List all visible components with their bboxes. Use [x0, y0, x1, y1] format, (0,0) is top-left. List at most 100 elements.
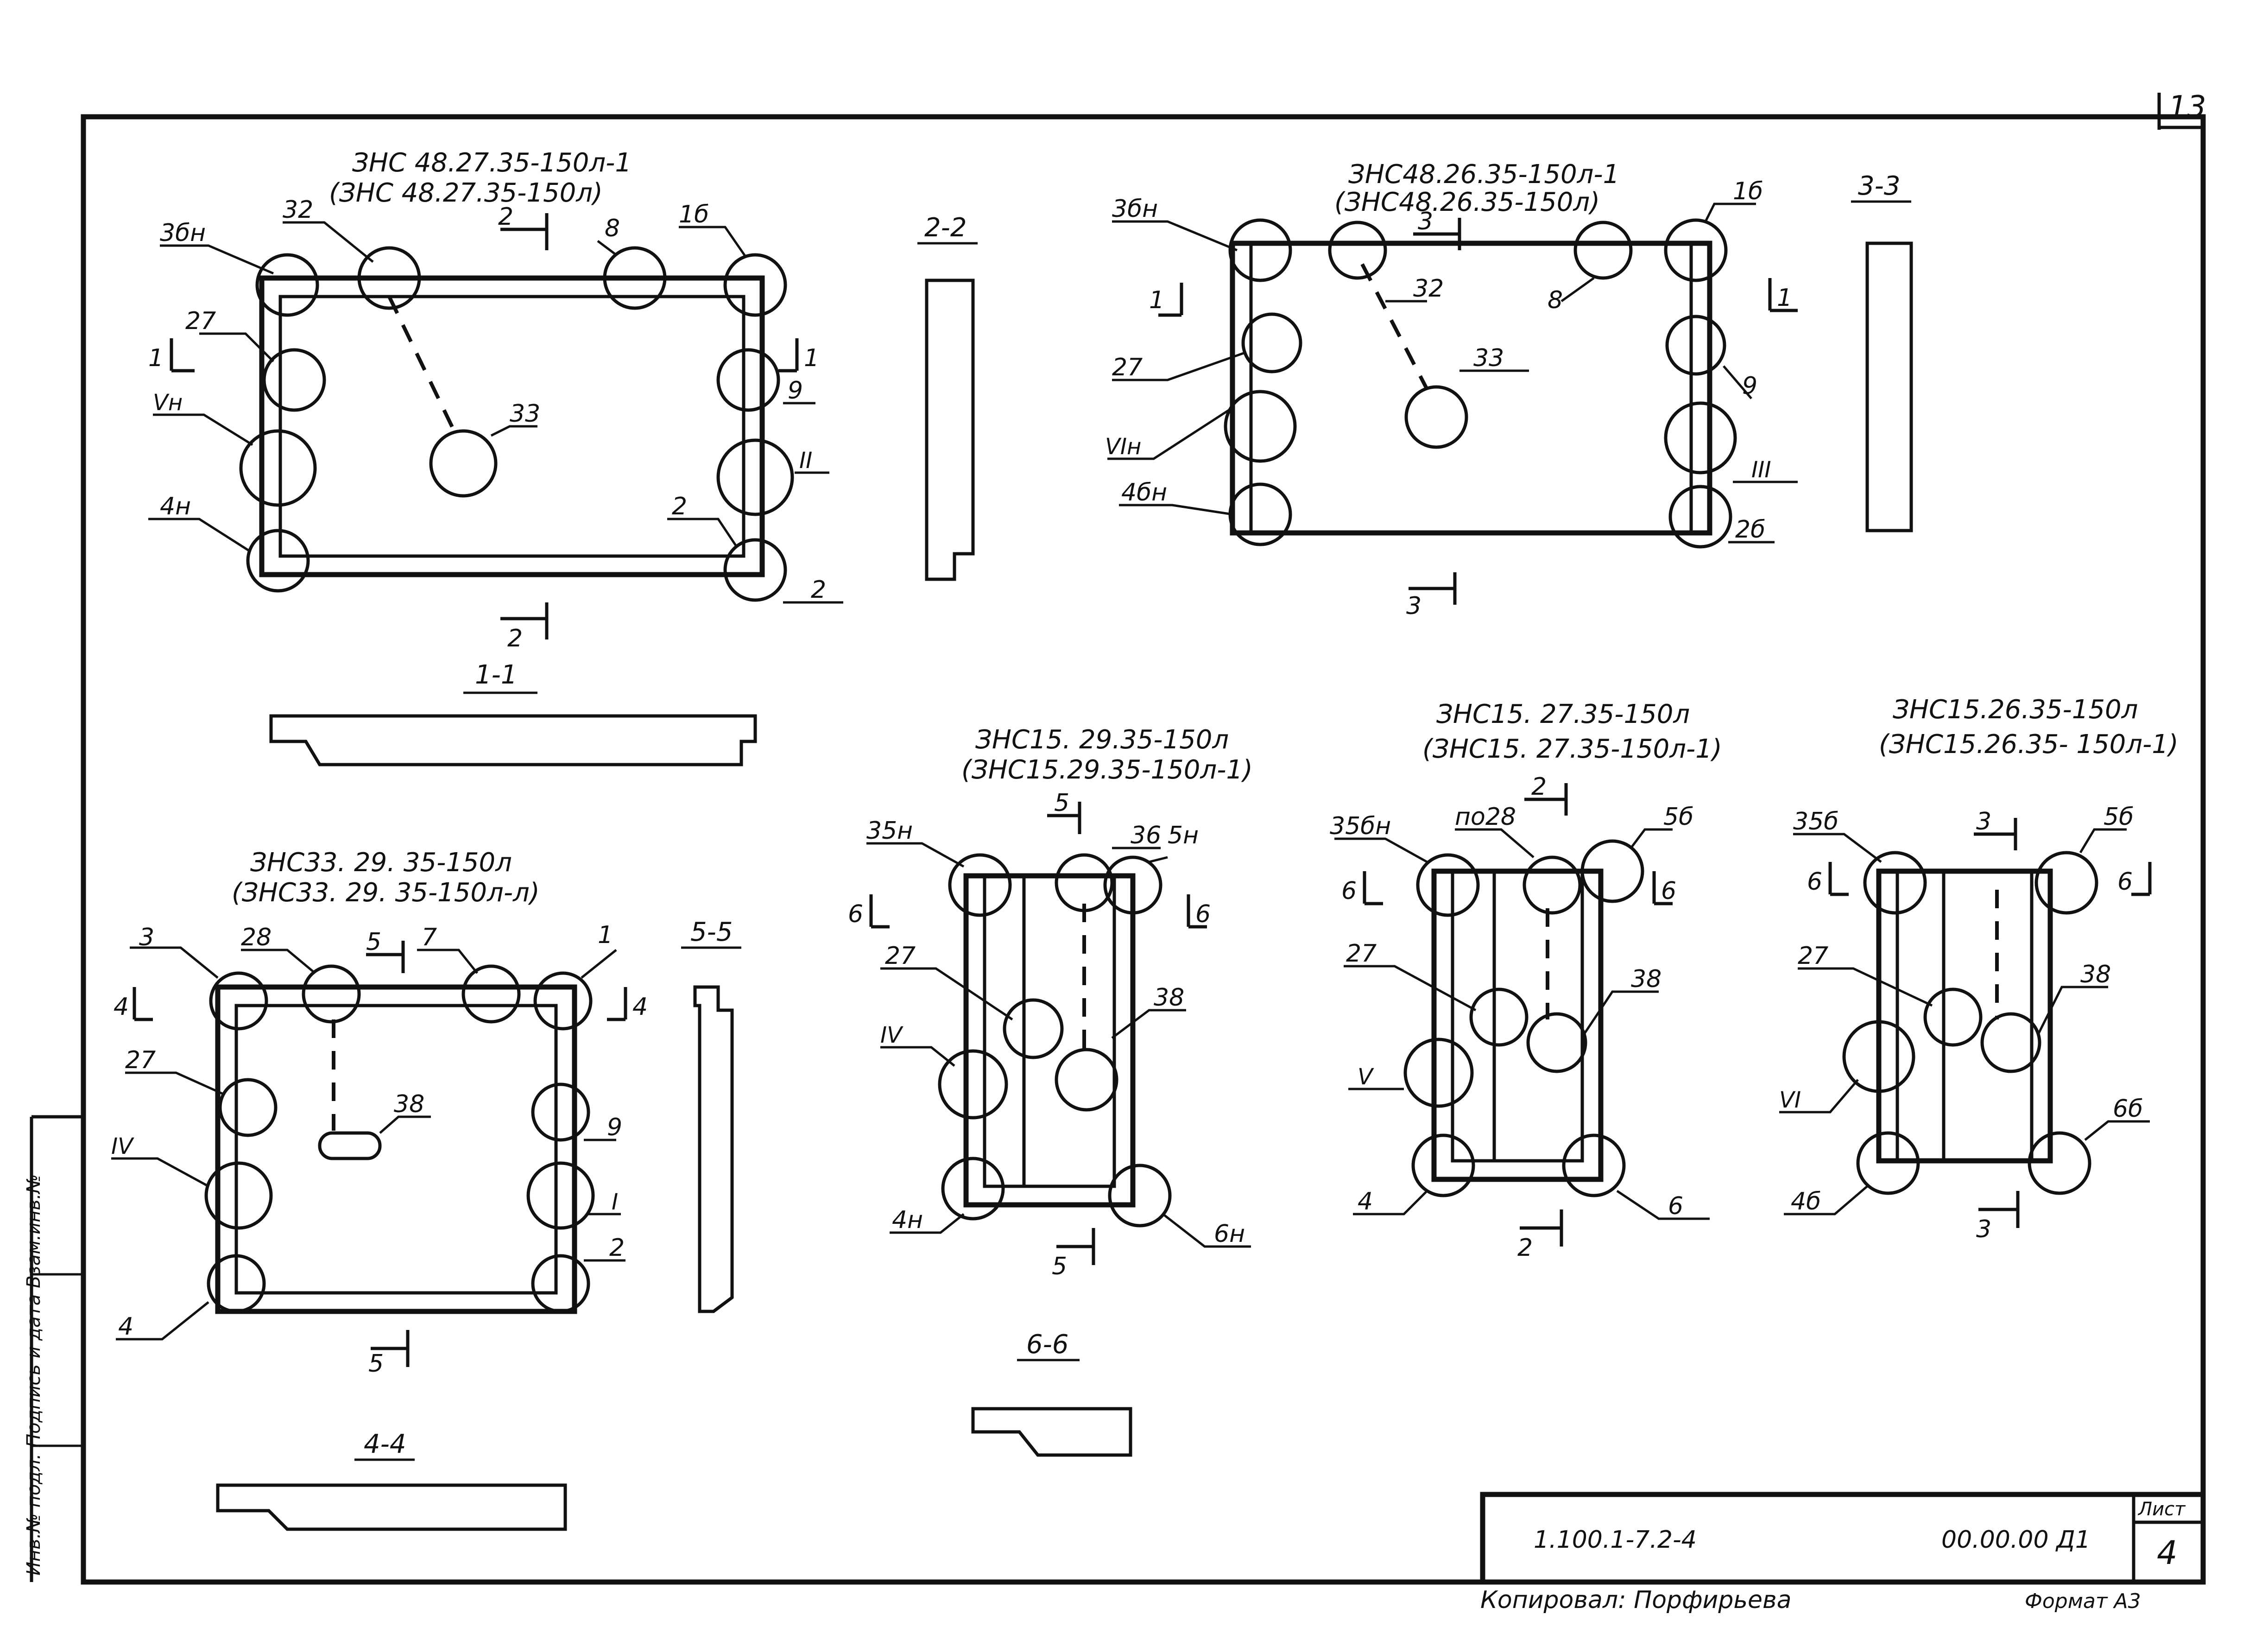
section-cut-label: 1 [804, 344, 819, 372]
detail-callout-circle [1224, 390, 1297, 463]
callout-label: 6 [1668, 1192, 1683, 1220]
drawing-line [1895, 869, 2034, 1163]
leader-line [1162, 1213, 1251, 1248]
detail-callout-circle [531, 1254, 590, 1313]
callout-label: 2 [811, 576, 826, 604]
leader-line [241, 949, 316, 974]
detail-callout-circle [1664, 218, 1728, 282]
callout-label: 33 [1473, 344, 1504, 372]
detail-callout-circle [204, 1161, 273, 1230]
drawing-line [215, 984, 577, 1314]
callout-label: 2б [1735, 516, 1765, 544]
panel-subtitle: (ЗНС15.29.35-150л-1) [961, 755, 1253, 785]
section-cut-label: 4 [632, 993, 648, 1021]
leader-line [1616, 1190, 1710, 1220]
drawing-line [1480, 1492, 2206, 1585]
detail-callout-circle [246, 529, 310, 593]
callout-label: VIн [1105, 434, 1141, 460]
callout-label: V [1358, 1064, 1374, 1090]
sheet-format: Формат А3 [2025, 1589, 2141, 1613]
side-stamp-text: Инв.№ подл. Подпись и дата Взам.инв.№ [23, 1174, 44, 1576]
drawing-line [259, 275, 765, 577]
panel-subtitle: (ЗНС15.26.35- 150л-1) [1879, 729, 2179, 760]
section-cut-label: 3 [1418, 208, 1433, 235]
callout-label: 6н [1214, 1220, 1245, 1248]
leader-line [125, 1071, 223, 1095]
section-cut-label: 6 [1661, 877, 1676, 905]
leader-line [1455, 828, 1535, 858]
sheet-number: 4 [2157, 1534, 2178, 1572]
panel-15-26: ЗНС15.26.35-150л (ЗНС15.26.35- 150л-1) 3… [1779, 695, 2179, 1243]
leader-line [679, 226, 747, 258]
panel-33-29: ЗНС33. 29. 35-150л (ЗНС33. 29. 35-150л-л… [111, 848, 648, 1378]
drawing-line [1230, 241, 1712, 536]
leader-line [1334, 837, 1428, 863]
detail-callout-circle [262, 348, 326, 412]
detail-callout-circle [2028, 1131, 2091, 1195]
panel-subtitle: (ЗНС48.26.35-150л) [1334, 187, 1600, 217]
drawing-line [234, 1004, 558, 1295]
callout-label: 33 [510, 400, 540, 428]
panel-title: ЗНС33. 29. 35-150л [250, 848, 512, 878]
panel-48-27: ЗНС 48.27.35-150л-1 (ЗНС 48.27.35-150л) … [148, 148, 843, 652]
callout-label: IV [880, 1022, 903, 1048]
panel-title: ЗНС15. 27.35-150л [1436, 699, 1690, 729]
leader-line [1784, 1185, 1868, 1215]
copied-by: Копировал: Порфирьева [1480, 1586, 1791, 1614]
detail-callout-circle [1003, 998, 1064, 1059]
drawing-line [1431, 868, 1604, 1182]
leader-line [379, 1115, 431, 1134]
detail-callout-circle [1241, 312, 1302, 373]
section-cut-label: 2 [1517, 1234, 1533, 1262]
panel-title: ЗНС 48.27.35-150л-1 [352, 148, 632, 178]
leader-line [130, 946, 219, 979]
callout-label: 6б [2113, 1095, 2143, 1123]
leader-line [1112, 351, 1247, 381]
detail-callout-circle [526, 1161, 595, 1230]
callout-label: 35бн [1330, 812, 1391, 840]
panel-title: ЗНС15.26.35-150л [1893, 695, 2138, 725]
detail-callout-circle [1055, 1048, 1118, 1112]
panel-15-27: ЗНС15. 27.35-150л (ЗНС15. 27.35-150л-1) … [1330, 699, 1722, 1262]
callout-label: 4 [1358, 1188, 1373, 1215]
leader-line [866, 842, 965, 868]
section-cut-label: 5 [1054, 789, 1069, 817]
leader-line [890, 1213, 965, 1234]
callout-label: VI [1779, 1087, 1801, 1113]
callout-label: 35б [1793, 808, 1838, 835]
section-4-4: 4-4 [216, 1429, 567, 1531]
section-profile [925, 278, 975, 581]
leader-line [1560, 277, 1595, 303]
section-cut-label: 3 [1976, 808, 1991, 835]
section-title: 3-3 [1858, 171, 1900, 201]
leader-line [1630, 828, 1673, 849]
callout-label: 38 [2080, 961, 2111, 988]
panel-48-26: ЗНС48.26.35-150л-1 (ЗНС48.26.35-150л) 3б… [1105, 159, 1798, 620]
leader-line [116, 1301, 209, 1341]
detail-callout-circle [1526, 1012, 1587, 1073]
leader-line [1704, 203, 1756, 223]
leader-line [667, 518, 738, 548]
detail-callout-circle [1863, 851, 1927, 915]
section-profile [269, 714, 757, 766]
leader-line [597, 240, 617, 256]
page-number: 13 [2168, 90, 2206, 124]
section-cut-label: 5 [1052, 1253, 1067, 1280]
section-2-2: 2-2 [917, 213, 978, 581]
detail-callout-circle [1103, 855, 1162, 915]
drawing-line [1865, 241, 1913, 532]
callout-label: 9 [1742, 372, 1757, 400]
detail-callout-circle [302, 964, 361, 1024]
panel-subtitle: (ЗНС 48.27.35-150л) [329, 178, 603, 208]
leader-line [111, 1157, 209, 1188]
leader-line [1798, 967, 1933, 1007]
detail-callout-circle [1108, 1164, 1172, 1228]
section-cut-label: 3 [1976, 1215, 1991, 1243]
detail-callout-circle [1668, 485, 1732, 549]
leader-line [2079, 828, 2127, 854]
callout-label: 5б [1663, 803, 1693, 831]
detail-callout-circle [716, 348, 780, 412]
callout-label: Vн [153, 390, 183, 416]
callout-label: 27 [1346, 940, 1377, 968]
